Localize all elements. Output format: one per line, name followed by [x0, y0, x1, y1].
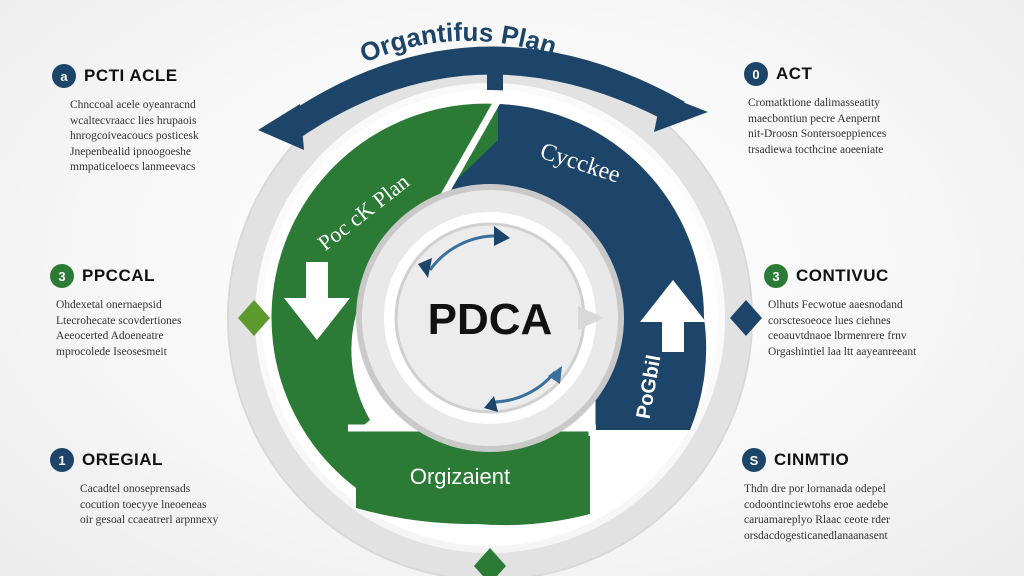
panel-line: ceoauvtdnaoe lbrmenrere frnv [768, 330, 907, 342]
panel-body: Cacadtel onoseprensads cocution toecyye … [80, 482, 280, 529]
panel-line: oir gesoal ccaeatrerl arpnnexy [80, 514, 219, 526]
panel-ppccal: 3 PPCCAL Ohdexetal onernaepsid Ltecrohec… [50, 264, 280, 360]
panel-badge: 3 [764, 264, 788, 288]
top-banner-arc [270, 46, 685, 138]
panel-title: OREGIAL [82, 450, 163, 469]
panel-badge: S [742, 448, 766, 472]
panel-line: Cacadtel onoseprensads [80, 483, 191, 495]
panel-line: Chnccoal acele oyeanracnd [70, 99, 196, 111]
panel-line: Ltecrohecate scovdertiones [56, 314, 182, 327]
top-banner-arrow-right [654, 94, 708, 132]
panel-line: Aeeocerted Adoeneatre [56, 330, 164, 342]
bottom-diamond-icon [474, 548, 506, 576]
panel-body: Chnccoal acele oyeanracnd wcaltecvraacc … [70, 98, 282, 176]
panel-act: 0 ACT Cromatktione dalimasseatity maecbo… [744, 62, 974, 158]
cycle-arrow-left-head [418, 258, 432, 278]
cycle-arrow-bottom-head [484, 396, 498, 412]
panel-line: trsadiewa tocthcine aoeeniate [748, 143, 884, 156]
cycle-arrow-bottom [489, 371, 557, 404]
panel-line: maecbontiun pecre Aenpernt [748, 112, 881, 125]
cycle-arrow-right-head [548, 366, 562, 384]
panel-line: mprocolede Iseosesmeit [56, 345, 167, 358]
panel-body: Thdn dre por lornanada odepel codoontinc… [744, 482, 972, 544]
panel-line: codoontinciewtohs eroe aedebe [744, 498, 889, 511]
panel-body: Ohdexetal onernaepsid Ltecrohecate scovd… [56, 298, 280, 360]
panel-line: orsdacdogesticanedlanaanasent [744, 529, 888, 542]
cycle-arrow-top [428, 234, 501, 271]
panel-line: Ohdexetal onernaepsid [56, 299, 162, 311]
panel-line: nit-Droosn Sontersoeppiences [748, 128, 887, 140]
panel-title: PCTI ACLE [84, 66, 178, 85]
panel-line: caruamareplyo Rlaac ceote rder [744, 514, 890, 526]
green-bottom-curve [356, 500, 590, 524]
panel-oregial: 1 OREGIAL Cacadtel onoseprensads cocutio… [50, 448, 280, 529]
down-arrow-icon [284, 262, 350, 340]
top-banner-arrow-left [258, 104, 304, 150]
panel-title: CINMTIO [774, 450, 850, 469]
panel-title: CONTIVUC [796, 266, 889, 285]
quadrant-label-bottom-left: Orgizaient [410, 464, 510, 489]
panel-title: PPCCAL [82, 266, 155, 285]
panel-pcti-acle: a PCTI ACLE Chnccoal acele oyeanracnd wc… [52, 64, 282, 176]
panel-badge: 3 [50, 264, 74, 288]
up-arrow-icon [640, 280, 706, 352]
center-label: PDCA [428, 295, 553, 344]
panel-line: Orgashintiel laa ltt aayeanreeant [768, 345, 917, 358]
panel-badge: 1 [50, 448, 74, 472]
cycle-arrow-top-head [494, 226, 510, 246]
panel-line: Jnepenbealid ipnoogoeshe [70, 145, 192, 158]
panel-line: cocution toecyye lneoeneas [80, 498, 207, 511]
left-diamond-icon [238, 300, 270, 336]
panel-line: mmpaticeloecs lanmeevacs [70, 161, 196, 173]
right-diamond-icon [730, 300, 762, 336]
panel-body: Olhuts Fecwotue aaesnodand corsctesoeoce… [768, 298, 994, 360]
panel-line: hnrogcoiveacoucs posticesk [70, 130, 199, 142]
panel-cinmtio: S CINMTIO Thdn dre por lornanada odepel … [742, 448, 972, 544]
panel-line: Thdn dre por lornanada odepel [744, 483, 886, 495]
panel-line: Olhuts Fecwotue aaesnodand [768, 299, 903, 311]
panel-title: ACT [776, 64, 813, 83]
panel-contivuc: 3 CONTIVUC Olhuts Fecwotue aaesnodand co… [764, 264, 994, 360]
cycle-arrow-mid [578, 306, 604, 330]
panel-badge: a [52, 64, 76, 88]
panel-body: Cromatktione dalimasseatity maecbontiun … [748, 96, 974, 158]
panel-line: wcaltecvraacc lies hrupaois [70, 114, 197, 127]
panel-line: Cromatktione dalimasseatity [748, 97, 880, 109]
panel-line: corsctesoeoce lues ciehnes [768, 314, 891, 327]
panel-badge: 0 [744, 62, 768, 86]
